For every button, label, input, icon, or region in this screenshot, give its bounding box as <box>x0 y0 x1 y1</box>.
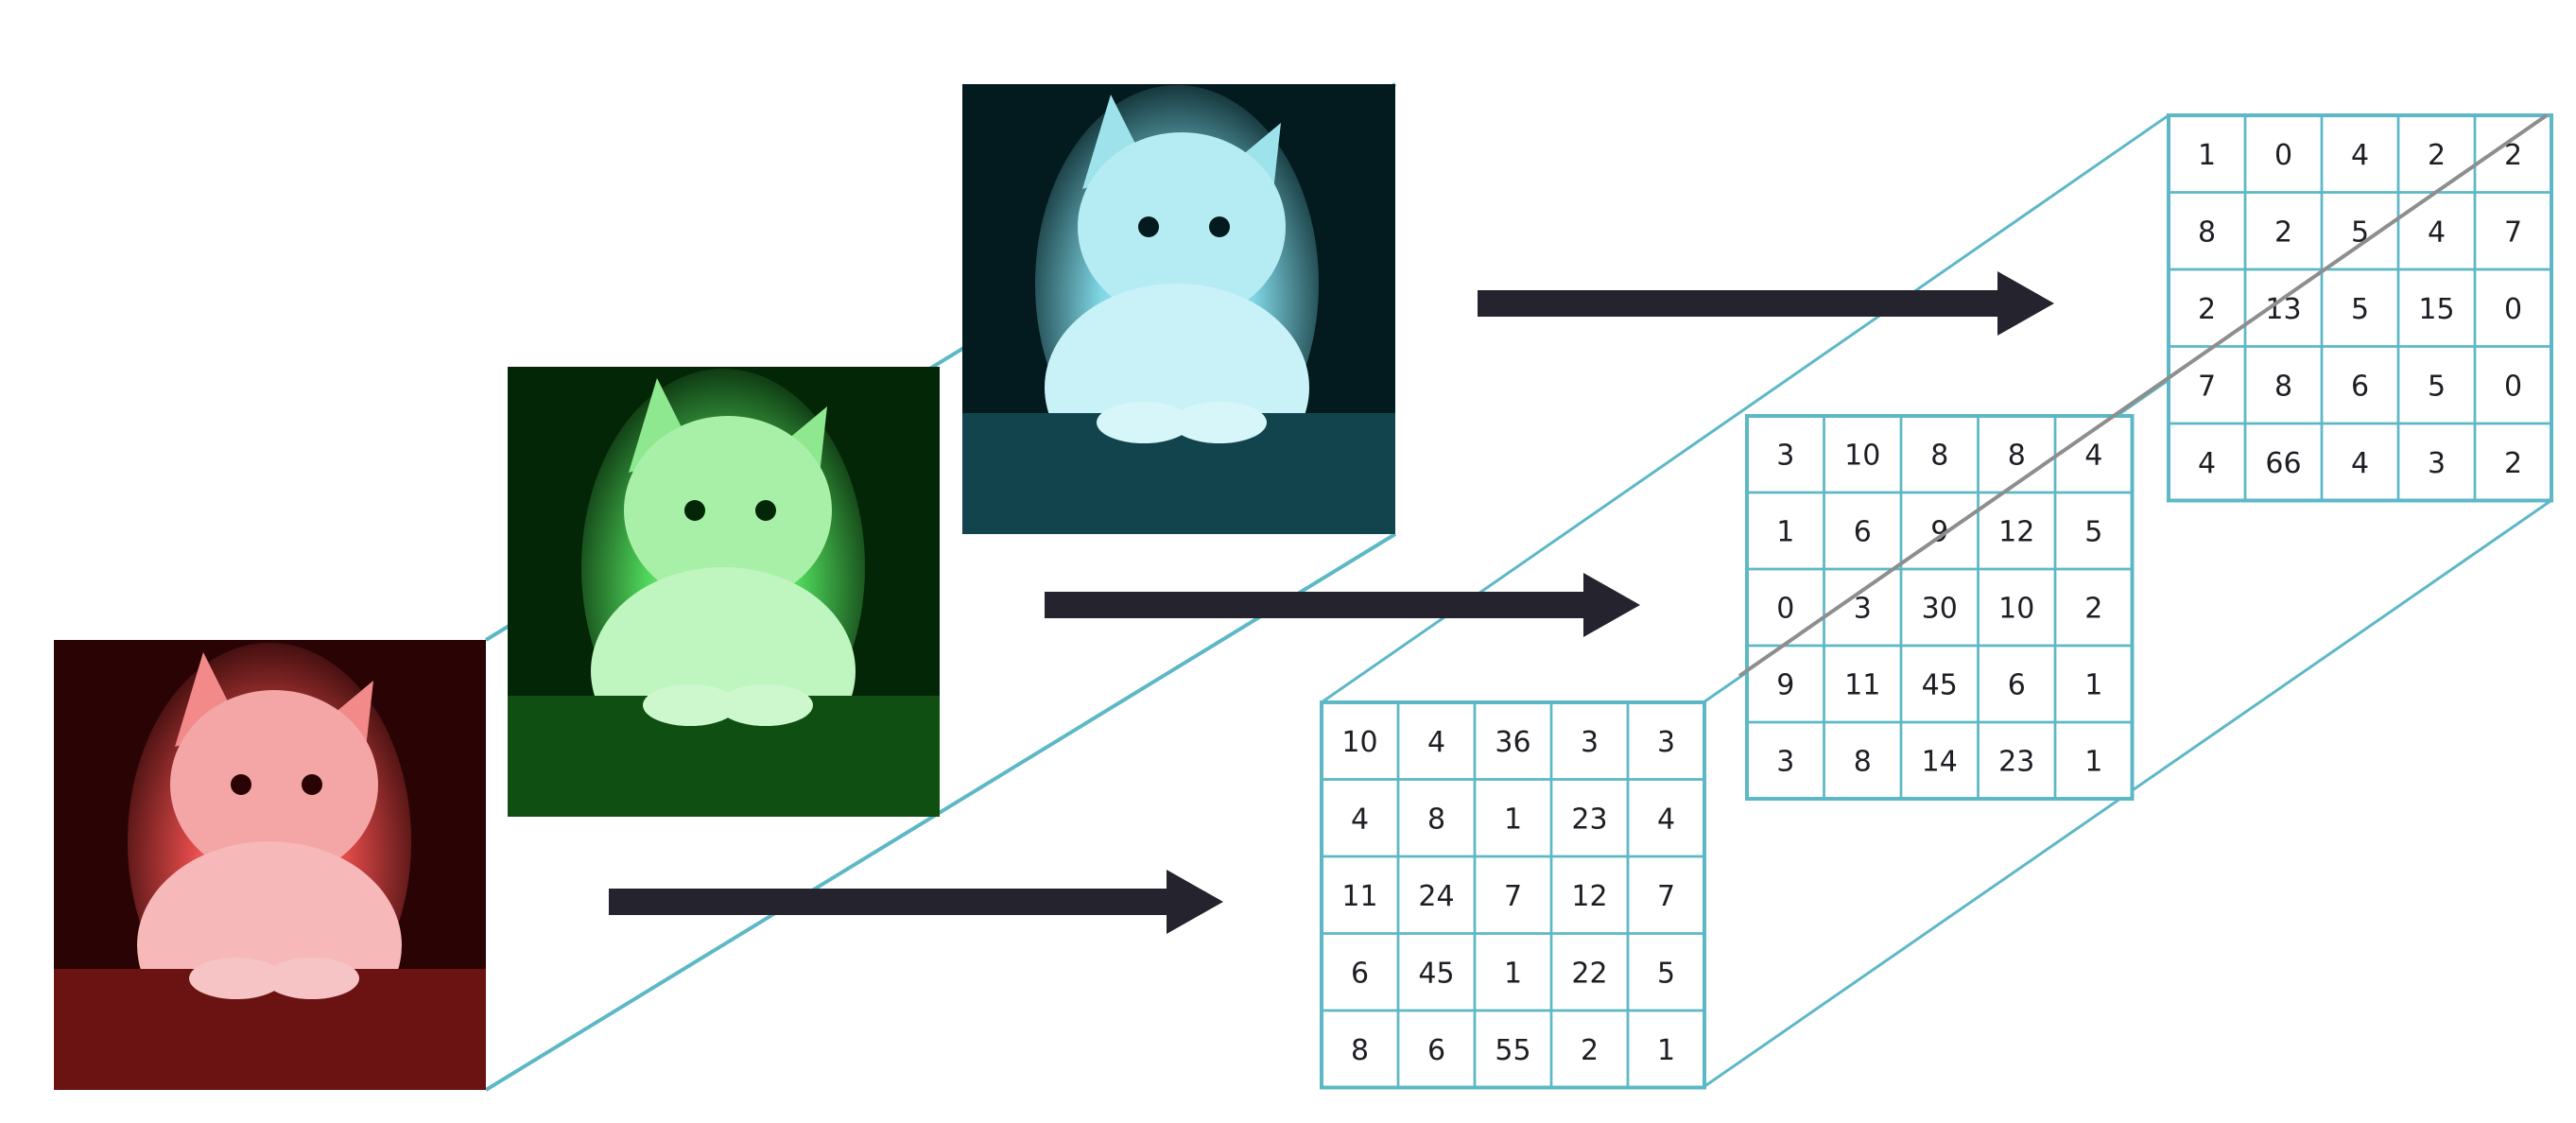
green-channel-image <box>508 367 940 817</box>
red-matrix-frame <box>1320 700 1706 1090</box>
matrix-cell-value: 0 <box>2504 293 2522 326</box>
matrix-cell-value: 7 <box>1504 880 1522 913</box>
matrix-cell-value: 12 <box>1998 516 2034 549</box>
matrix-cell-value: 5 <box>1657 957 1675 990</box>
matrix-cell-value: 11 <box>1341 880 1377 913</box>
matrix-cell-value: 1 <box>2084 746 2102 779</box>
matrix-cell-value: 8 <box>1930 440 1948 473</box>
matrix-cell-value: 23 <box>1571 803 1607 836</box>
matrix-cell-value: 5 <box>2084 516 2102 549</box>
matrix-cell-value: 3 <box>2428 447 2446 480</box>
matrix-cell-value: 4 <box>2084 440 2102 473</box>
matrix-diagonal-line <box>1738 113 2549 678</box>
matrix-cell-value: 7 <box>1657 880 1675 913</box>
matrix-cell-value: 4 <box>1657 803 1675 836</box>
matrix-cell-value: 7 <box>2198 370 2216 403</box>
matrix-cell-value: 8 <box>1854 746 1872 779</box>
matrix-cell-value: 45 <box>1922 669 1958 702</box>
wire-image-bottom <box>484 532 1397 1092</box>
green-matrix-frame <box>1745 414 2135 801</box>
matrix-cell-value: 3 <box>1776 746 1794 779</box>
matrix-cell-value: 0 <box>2504 370 2522 403</box>
matrix-cell-value: 6 <box>1351 957 1369 990</box>
matrix-cell-value: 4 <box>1427 726 1445 759</box>
matrix-cell-value: 5 <box>2428 370 2446 403</box>
matrix-cell-value: 22 <box>1571 957 1607 990</box>
matrix-cell-value: 10 <box>1341 726 1377 759</box>
matrix-cell-value: 1 <box>1657 1034 1675 1067</box>
matrix-cell-value: 9 <box>1776 669 1794 702</box>
matrix-cell-value: 11 <box>1844 669 1880 702</box>
matrix-cell <box>2473 422 2553 502</box>
matrix-cell-value: 10 <box>1998 593 2034 626</box>
matrix-cell-value: 6 <box>1854 516 1872 549</box>
red-channel-image <box>54 640 486 1090</box>
arrow-blue-to-matrix <box>1478 271 2054 336</box>
matrix-cell-value: 6 <box>2008 669 2026 702</box>
matrix-cell-value: 4 <box>2351 447 2369 480</box>
matrix-cell-value: 0 <box>2274 139 2292 172</box>
matrix-cell-value: 1 <box>2198 139 2216 172</box>
arrow-red-to-matrix <box>609 870 1223 934</box>
matrix-cell-value: 15 <box>2418 293 2454 326</box>
matrix-cell-value: 3 <box>1854 593 1872 626</box>
matrix-cell-value: 1 <box>2084 669 2102 702</box>
matrix-cell-value: 8 <box>2198 216 2216 249</box>
matrix-cell-value: 23 <box>1998 746 2034 779</box>
matrix-cell-value: 0 <box>1776 593 1794 626</box>
matrix-cell-value: 2 <box>2504 447 2522 480</box>
matrix-cell-value: 3 <box>1776 440 1794 473</box>
matrix-cell-value: 3 <box>1657 726 1675 759</box>
matrix-cell-value: 55 <box>1495 1034 1530 1067</box>
matrix-cell-value: 2 <box>2504 139 2522 172</box>
arrow-green-to-matrix <box>1045 573 1640 637</box>
matrix-cell <box>1626 1009 1706 1089</box>
matrix-cell-value: 1 <box>1504 957 1522 990</box>
blue-channel-image <box>962 84 1395 534</box>
matrix-cell-value: 7 <box>2504 216 2522 249</box>
matrix-cell-value: 4 <box>1351 803 1369 836</box>
matrix-cell-value: 6 <box>1427 1034 1445 1067</box>
matrix-cell-value: 1 <box>1504 803 1522 836</box>
matrix-cell-value: 10 <box>1844 440 1880 473</box>
matrix-cell-value: 24 <box>1418 880 1454 913</box>
blue-matrix-frame <box>2167 113 2553 503</box>
matrix-cell-value: 66 <box>2265 447 2301 480</box>
matrix-cell <box>2053 720 2134 801</box>
matrix-cell-value: 6 <box>2351 370 2369 403</box>
matrix-cell-value: 45 <box>1418 957 1454 990</box>
matrix-cell-value: 1 <box>1776 516 1794 549</box>
red-channel-matrix: 10 4 36 3 3 4 8 1 23 4 11 24 7 12 7 6 45 1 22 5 8 6 55 2 1 <box>1320 700 1706 1090</box>
matrix-cell-value: 4 <box>2351 139 2369 172</box>
matrix-cell-value: 36 <box>1495 726 1530 759</box>
matrix-cell-value: 2 <box>2428 139 2446 172</box>
matrix-cell-value: 4 <box>2428 216 2446 249</box>
matrix-cell-value: 4 <box>2198 447 2216 480</box>
matrix-cell-value: 5 <box>2351 293 2369 326</box>
matrix-cell-value: 2 <box>2084 593 2102 626</box>
matrix-cell-value: 2 <box>2274 216 2292 249</box>
matrix-cell-value: 2 <box>1581 1034 1599 1067</box>
matrix-cell-value: 8 <box>2274 370 2292 403</box>
matrix-cell-value: 14 <box>1922 746 1958 779</box>
matrix-cell-value: 2 <box>2198 293 2216 326</box>
matrix-cell-value: 8 <box>2008 440 2026 473</box>
matrix-cell-value: 30 <box>1922 593 1958 626</box>
matrix-cell-value: 8 <box>1351 1034 1369 1067</box>
matrix-cell-value: 12 <box>1571 880 1607 913</box>
matrix-cell-value: 3 <box>1581 726 1599 759</box>
matrix-cell-value: 8 <box>1427 803 1445 836</box>
